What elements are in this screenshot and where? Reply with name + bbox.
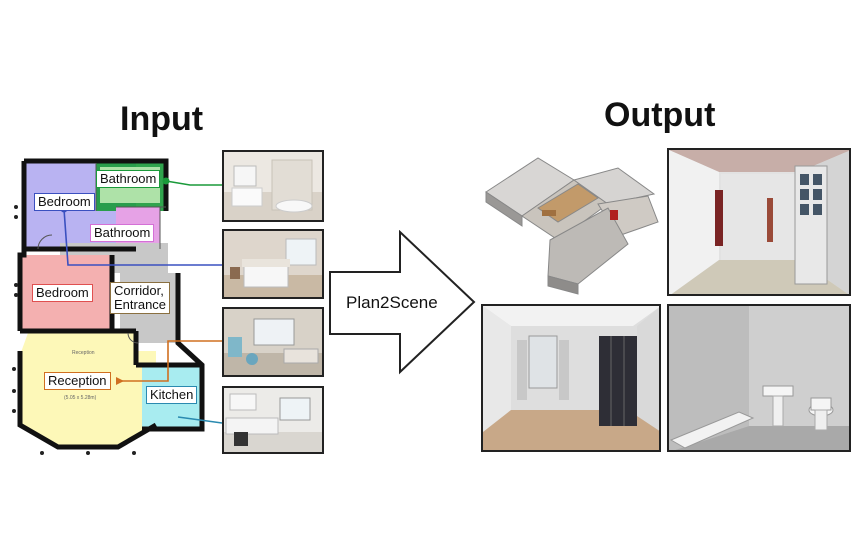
reception-small-title: Reception xyxy=(72,350,95,356)
reception-dims: (5.05 x 5.28m) xyxy=(64,395,97,401)
reception-region xyxy=(20,333,156,447)
bedroom-connector xyxy=(63,208,222,266)
bedroom-render xyxy=(481,304,661,452)
reception-connector xyxy=(120,340,222,382)
reception-photo xyxy=(222,307,324,377)
room-label-bathroom-top: Bathroom xyxy=(96,170,161,188)
bathroom-photo xyxy=(222,150,324,222)
bathroom-connector xyxy=(165,180,222,186)
room-label-corridor: Corridor, Entrance xyxy=(110,282,171,314)
3d-overview-render xyxy=(485,157,659,295)
bathroom-render xyxy=(667,304,851,452)
process-arrow xyxy=(329,230,476,375)
arrow-label: Plan2Scene xyxy=(346,293,438,312)
corridor-render xyxy=(667,148,851,296)
room-label-bedroom-bottom: Bedroom xyxy=(32,284,93,302)
bedroom-photo xyxy=(222,229,324,299)
input-heading: Input xyxy=(120,100,204,138)
kitchen-photo xyxy=(222,386,324,454)
room-label-kitchen: Kitchen xyxy=(146,386,198,404)
output-heading: Output xyxy=(604,96,716,134)
room-label-bedroom-top: Bedroom xyxy=(34,193,95,211)
room-label-bathroom-mid: Bathroom xyxy=(90,224,155,242)
kitchen-connector xyxy=(177,416,223,424)
room-label-reception: Reception xyxy=(44,372,111,390)
